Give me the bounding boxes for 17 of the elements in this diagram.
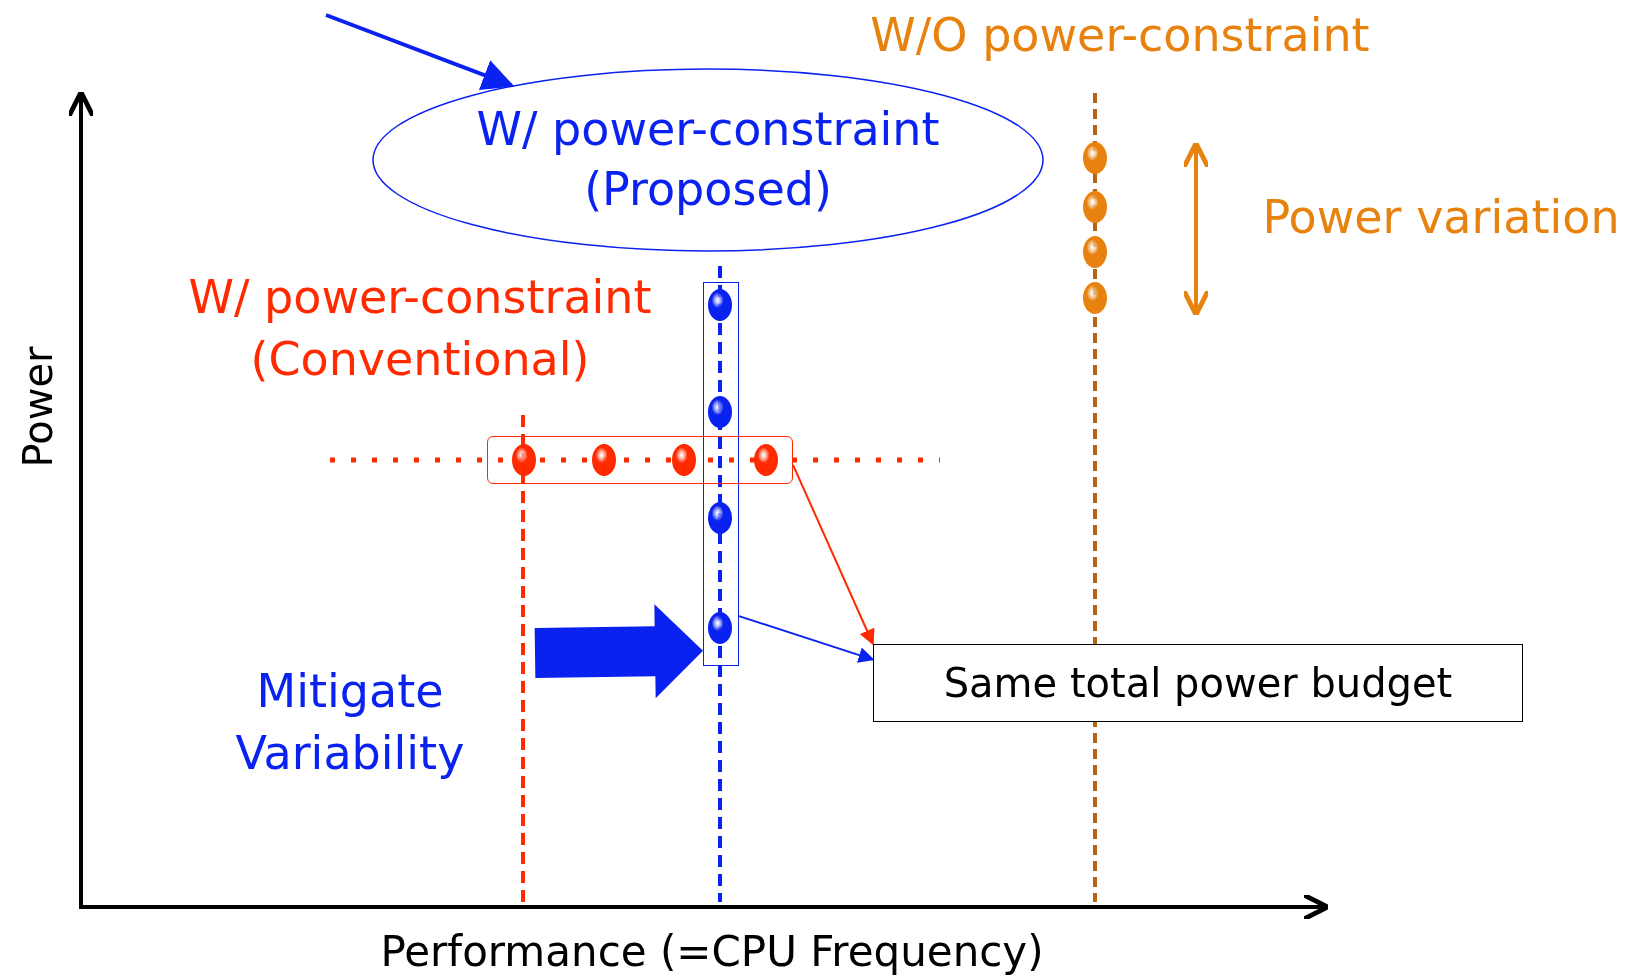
highlight-box — [487, 436, 793, 484]
arrow — [738, 615, 875, 663]
axis-title: Power — [14, 345, 62, 470]
arrow — [792, 463, 875, 646]
annotation-text: W/ power-constraint (Conventional) — [187, 269, 653, 389]
arrow — [325, 13, 515, 91]
node-text: W/ power-constraint — [476, 101, 940, 159]
highlight-box — [703, 282, 739, 666]
text-box — [873, 644, 1523, 722]
annotation-text: W/O power-constraint — [869, 7, 1371, 64]
ellipse-callout — [372, 68, 1044, 252]
annotation-text: Power variation — [1261, 189, 1621, 246]
annotation-text: Mitigate Variability — [234, 663, 466, 783]
node-text: (Proposed) — [584, 161, 832, 218]
annotation-text: Performance (=CPU Frequency) — [379, 926, 1045, 977]
block-arrow — [534, 604, 703, 699]
node-text: Same total power budget — [943, 659, 1453, 708]
